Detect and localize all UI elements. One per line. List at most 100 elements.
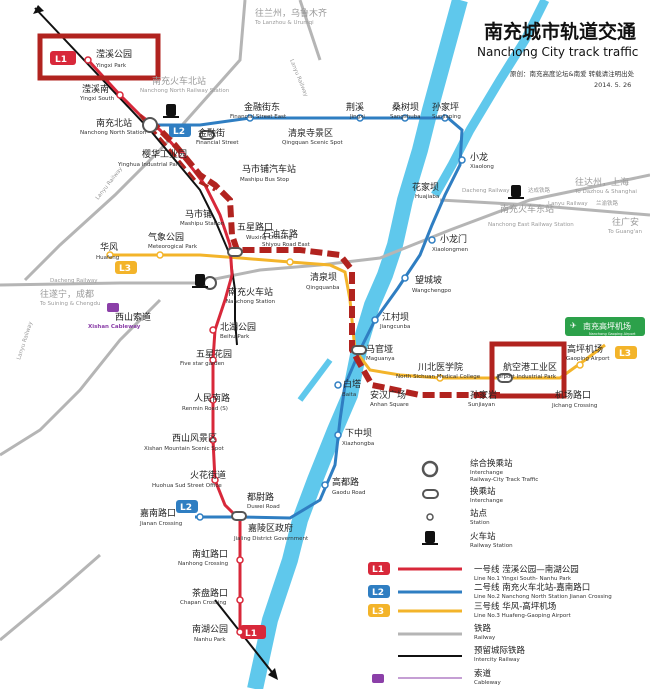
svg-text:L3: L3 (372, 607, 384, 617)
station-dot[interactable] (236, 556, 244, 564)
station-dot[interactable] (401, 274, 409, 282)
railway-label-lanyu-n: Lanyu Railway (288, 59, 309, 99)
svg-text:Interchange: Interchange (470, 498, 504, 504)
railway-north (298, 0, 322, 61)
airport-badge[interactable]: ✈ 南充高坪机场 Nanchong Gaoping Airport (565, 317, 645, 336)
station-dot[interactable] (209, 356, 217, 364)
station-dot[interactable] (178, 151, 186, 159)
svg-text:To Lanzhou & Urumqi: To Lanzhou & Urumqi (254, 20, 314, 26)
station-baita: 白塔 (343, 378, 361, 390)
legend: 综合换乘站 Interchange Railway-City Track Tra… (368, 458, 612, 686)
station-dot[interactable] (236, 596, 244, 604)
svg-text:Mashipu Bus Stop: Mashipu Bus Stop (240, 177, 290, 183)
station-jiangcunba: 江村坝 (382, 311, 409, 323)
station-anhan: 安汉广场 (370, 389, 406, 401)
svg-text:Nanchong Gaoping Airport: Nanchong Gaoping Airport (589, 332, 636, 336)
svg-text:Financial Street: Financial Street (196, 140, 239, 146)
station-dot[interactable] (576, 361, 584, 369)
interchange-marker[interactable] (497, 373, 513, 383)
svg-text:L2: L2 (180, 503, 192, 513)
station-meteo: 气象公园 (148, 231, 184, 243)
railway-label-lanyu-east: Lanyu Railway (548, 201, 588, 207)
svg-text:Mashipu Station: Mashipu Station (180, 221, 225, 227)
station-dot[interactable] (321, 481, 329, 489)
station-dot[interactable] (106, 251, 114, 259)
station-dot[interactable] (441, 114, 449, 122)
railway-label-lanyu: Lanyu Railway (95, 166, 125, 202)
svg-text:Station: Station (470, 520, 490, 526)
station-beihu: 北湖公园 (220, 322, 256, 333)
station-jianan: 嘉南路口 (140, 507, 176, 519)
station-nanchong-east: 南充火车东站 (500, 203, 554, 215)
station-dot[interactable] (428, 236, 436, 244)
station-dot[interactable] (401, 114, 409, 122)
svg-text:Baita: Baita (342, 392, 356, 398)
svg-text:Huafeng: Huafeng (96, 255, 119, 261)
highlight-route-b (138, 114, 216, 192)
station-xiazhongba: 下中坝 (345, 427, 372, 439)
credit-line-1: 原创：南充高度论坛&南爱 转载请注明出处 (510, 69, 635, 78)
station-wangchengpo: 望城坡 (415, 274, 442, 286)
station-dot[interactable] (334, 381, 342, 389)
station-dot[interactable] (458, 156, 466, 164)
station-jialing-gov: 嘉陵区政府 (248, 522, 293, 534)
station-dot[interactable] (156, 251, 164, 259)
highlight-route (147, 117, 500, 398)
station-dot[interactable] (334, 431, 342, 439)
line-1-tag-bottom: L1 (240, 625, 266, 639)
station-labels: 滢溪公园 Yingxi Park 滢溪南 Yingxi South 南充火车北站… (79, 48, 610, 643)
station-dot[interactable] (209, 396, 217, 404)
station-dot[interactable] (196, 513, 204, 521)
svg-text:Yinghua Industrial Park: Yinghua Industrial Park (117, 162, 182, 168)
svg-text:Line No.2 Nanchong North Stati: Line No.2 Nanchong North Station Jianan … (474, 594, 612, 600)
station-jichang: 机场路口 (555, 389, 591, 401)
station-huafeng: 华风 (100, 241, 118, 253)
station-dot[interactable] (286, 258, 294, 266)
svg-text:Airport Industrial Park: Airport Industrial Park (496, 374, 557, 380)
legend-railway-station: 火车站 (470, 531, 496, 542)
svg-text:南充高坪机场: 南充高坪机场 (583, 321, 631, 331)
station-dot[interactable] (371, 316, 379, 324)
svg-text:Line No.3 Huafeng-Gaoping Airp: Line No.3 Huafeng-Gaoping Airport (474, 613, 571, 619)
direction-lanzhou: 往兰州，乌鲁木齐 (255, 7, 327, 19)
svg-text:Gaoping Airport: Gaoping Airport (566, 356, 610, 362)
station-dot[interactable] (436, 374, 444, 382)
svg-text:L1: L1 (245, 629, 257, 639)
station-nanchong: 南充火车站 (228, 286, 273, 298)
station-dot[interactable] (356, 114, 364, 122)
station-mashipu: 马市铺 (185, 208, 212, 220)
station-yingxi-south: 滢溪南 (82, 83, 109, 95)
svg-text:Sunjiaping: Sunjiaping (432, 114, 461, 120)
svg-text:西山索道: 西山索道 (115, 311, 151, 323)
railway-label-dacheng-east: Dacheng Railway (462, 188, 510, 194)
svg-text:Nanhong Crossing: Nanhong Crossing (178, 561, 228, 567)
interchange-marker[interactable] (142, 117, 158, 133)
station-dot[interactable] (84, 56, 92, 64)
station-qingquan-scenic: 清泉寺景区 (288, 127, 333, 139)
svg-text:Intercity Railway: Intercity Railway (474, 657, 520, 663)
interchange-marker[interactable] (227, 247, 243, 257)
interchange-marker[interactable] (199, 130, 215, 140)
station-dot[interactable] (211, 476, 219, 484)
svg-text:Jingxi: Jingxi (349, 114, 365, 120)
svg-text:Jialing District Government: Jialing District Government (233, 536, 309, 542)
station-dot[interactable] (116, 91, 124, 99)
station-dot[interactable] (246, 114, 254, 122)
station-dot[interactable] (236, 628, 244, 636)
interchange-marker[interactable] (231, 511, 247, 521)
legend-station-symbol (426, 513, 434, 521)
train-icon-north (163, 104, 179, 118)
interchange-marker[interactable] (351, 345, 367, 355)
svg-text:Huajiaba: Huajiaba (415, 194, 439, 200)
svg-text:Qingquanba: Qingquanba (306, 285, 340, 291)
svg-text:Renmin Road (S): Renmin Road (S) (182, 406, 228, 412)
station-dot[interactable] (209, 436, 217, 444)
svg-text:To Suining & Chengdu: To Suining & Chengdu (39, 301, 100, 307)
svg-text:Maguanya: Maguanya (366, 356, 395, 362)
station-yinghua: 樱华工业园 (142, 148, 187, 160)
airplane-icon: ✈ (570, 321, 577, 330)
svg-text:Huohua Sud Street Office: Huohua Sud Street Office (152, 483, 222, 489)
station-five-star: 五星花园 (196, 348, 232, 360)
station-dot[interactable] (209, 326, 217, 334)
station-maguanya: 马官垭 (366, 343, 393, 355)
